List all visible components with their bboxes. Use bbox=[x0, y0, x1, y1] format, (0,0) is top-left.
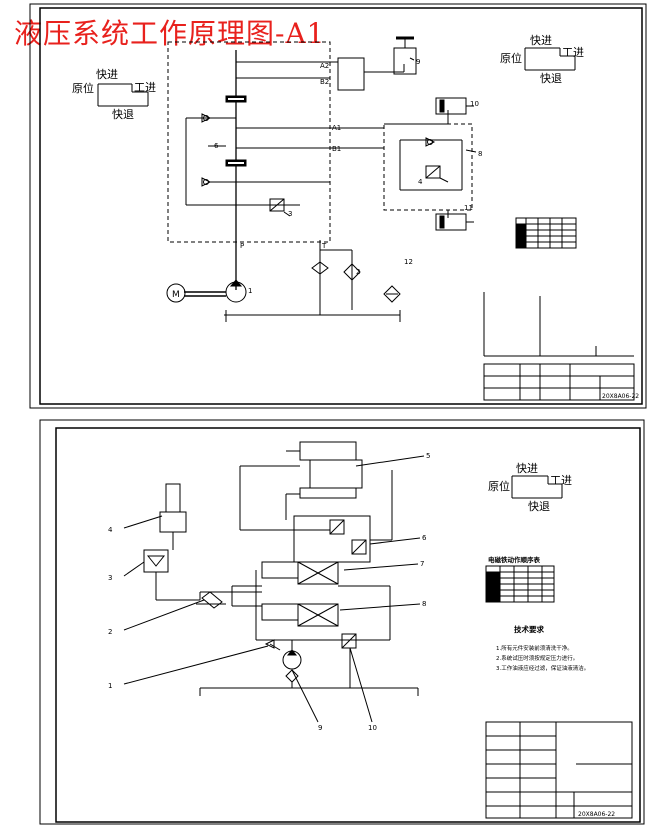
bot-num-3: 3 bbox=[108, 574, 112, 582]
port-b2: B2 bbox=[320, 78, 329, 86]
cycle2-origin: 原位 bbox=[500, 51, 522, 65]
cycle3-fast-forward: 快进 bbox=[516, 462, 538, 475]
cycle1-fast-return: 快退 bbox=[112, 108, 134, 121]
bot-num-6: 6 bbox=[422, 534, 427, 542]
top-num-2: 2 bbox=[356, 268, 360, 276]
top-part-number: 20X8A06-22 bbox=[602, 393, 639, 400]
bot-num-7: 7 bbox=[420, 560, 424, 568]
cycle1-fast-forward: 快进 bbox=[96, 68, 118, 81]
page-title: 液压系统工作原理图-A1 bbox=[14, 17, 326, 50]
note-3: 3.工作油液应经过滤，保证油液清洁。 bbox=[496, 664, 589, 672]
port-a2: A2 bbox=[320, 62, 329, 70]
top-num-4: 4 bbox=[418, 178, 423, 186]
top-num-11: 11 bbox=[464, 204, 473, 212]
bot-num-9: 9 bbox=[318, 724, 322, 732]
cycle1-origin: 原位 bbox=[72, 81, 94, 95]
cycle3-origin: 原位 bbox=[488, 479, 510, 493]
cycle2-fast-forward: 快进 bbox=[530, 34, 552, 47]
port-a1: A1 bbox=[332, 124, 341, 132]
top-num-1: 1 bbox=[248, 287, 252, 295]
notes-title: 技术要求 bbox=[514, 624, 544, 634]
port-p: P bbox=[240, 242, 244, 250]
top-num-8: 8 bbox=[478, 150, 482, 158]
top-num-10: 10 bbox=[470, 100, 479, 108]
top-sheet bbox=[29, 3, 647, 409]
cycle3-work-feed: 工进 bbox=[550, 474, 572, 487]
top-num-9: 9 bbox=[416, 58, 420, 66]
motor-label: M bbox=[172, 290, 180, 300]
top-num-6: 6 bbox=[214, 142, 219, 150]
bot-num-4: 4 bbox=[108, 526, 113, 534]
note-2: 2.系统试压时须按规定压力进行。 bbox=[496, 654, 578, 662]
bot-num-10: 10 bbox=[368, 724, 377, 732]
cycle1-work-feed: 工进 bbox=[134, 81, 156, 94]
note-1: 1.所有元件安装前须清洗干净。 bbox=[496, 644, 573, 652]
sequence-table-title: 电磁铁动作顺序表 bbox=[488, 555, 541, 564]
cycle3-fast-return: 快退 bbox=[528, 500, 550, 513]
bot-num-5: 5 bbox=[426, 452, 430, 460]
cycle2-work-feed: 工进 bbox=[562, 46, 584, 59]
bot-num-2: 2 bbox=[108, 628, 112, 636]
cycle2-fast-return: 快退 bbox=[540, 72, 562, 85]
bot-num-1: 1 bbox=[108, 682, 112, 690]
port-t: T bbox=[321, 242, 327, 250]
top-num-12: 12 bbox=[404, 258, 413, 266]
bottom-sheet bbox=[39, 419, 645, 825]
bottom-part-number: 20X8A06-22 bbox=[578, 811, 615, 818]
bot-num-8: 8 bbox=[422, 600, 426, 608]
top-num-3: 3 bbox=[288, 210, 292, 218]
port-b1: B1 bbox=[332, 145, 341, 153]
